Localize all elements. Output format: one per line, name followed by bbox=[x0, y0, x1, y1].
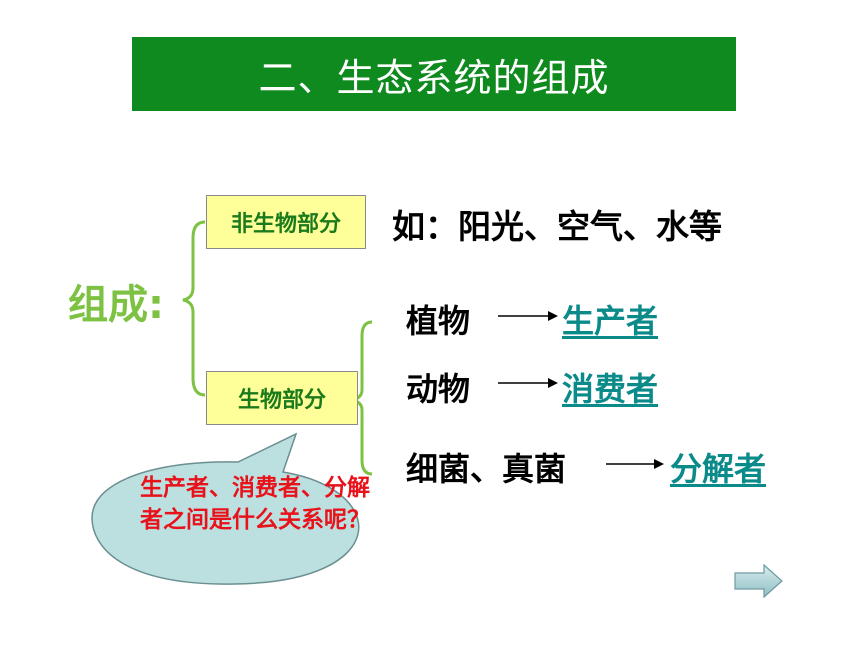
role-consumer[interactable]: 消费者 bbox=[562, 370, 659, 408]
living-box: 生物部分 bbox=[206, 371, 358, 425]
organism-animals: 动物 bbox=[406, 370, 471, 408]
arrow-decomposer bbox=[606, 459, 664, 469]
organism-microbes: 细菌、真菌 bbox=[406, 450, 567, 488]
main-brace bbox=[182, 220, 206, 397]
title-banner: 二、生态系统的组成 bbox=[132, 37, 736, 111]
question-bubble-shape bbox=[91, 432, 360, 585]
nonliving-box: 非生物部分 bbox=[206, 195, 366, 249]
organism-plants: 植物 bbox=[406, 302, 471, 340]
page-title: 二、生态系统的组成 bbox=[258, 55, 610, 100]
root-label: 组成: bbox=[68, 282, 164, 328]
nonliving-examples: 如：阳光、空气、水等 bbox=[392, 207, 722, 246]
arrow-producer bbox=[498, 311, 558, 321]
role-decomposer[interactable]: 分解者 bbox=[670, 450, 767, 488]
right-arrow-icon[interactable] bbox=[734, 563, 784, 603]
role-producer[interactable]: 生产者 bbox=[562, 302, 659, 340]
question-bubble-text: 生产者、消费者、分解者之间是什么关系呢？ bbox=[140, 475, 370, 533]
arrow-consumer bbox=[498, 378, 558, 388]
